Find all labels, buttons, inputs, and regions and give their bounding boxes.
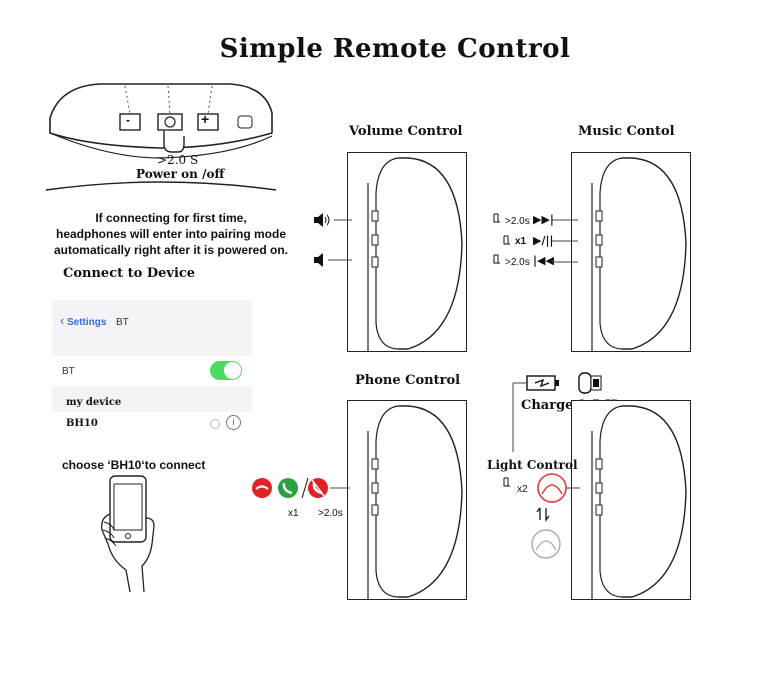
info-icon[interactable]: i [226, 415, 241, 430]
earcup-side-view [591, 157, 687, 351]
bt-toggle-switch[interactable] [210, 361, 242, 380]
phone-call-icons [252, 477, 350, 499]
settings-back-link[interactable]: Settings [67, 317, 107, 328]
music-control-heading: Music Contol [578, 124, 675, 139]
previous-track-hold: >2.0s [505, 257, 530, 268]
music-pointer-lines [493, 213, 578, 264]
earcup-side-view [367, 157, 463, 351]
device-row[interactable]: BH10 i [52, 412, 252, 435]
connect-heading: Connect to Device [63, 266, 196, 281]
previous-track-icon: |◀◀ [533, 254, 554, 267]
power-plus-label: + [201, 111, 210, 127]
settings-header: ‹ Settings BT [52, 300, 252, 340]
power-minus-label: - [126, 113, 130, 127]
next-track-hold: >2.0s [505, 216, 530, 227]
volume-up-icon [314, 213, 352, 227]
bt-toggle-row: BT [52, 356, 252, 386]
reject-hold-duration: >2.0s [318, 508, 343, 519]
light-control-heading: Light Control [487, 458, 578, 472]
hand-holding-phone-illustration [101, 475, 155, 593]
phone-panel [347, 400, 467, 600]
settings-page-title: BT [116, 317, 129, 328]
phone-control-heading: Phone Control [355, 373, 461, 388]
light-panel [571, 400, 691, 600]
answer-press-count: x1 [288, 508, 299, 519]
page-title: Simple Remote Control [219, 34, 571, 64]
back-chevron-icon[interactable]: ‹ [60, 313, 65, 328]
charging-connector-icon [512, 372, 602, 452]
pairing-note-line-2: headphones will enter into pairing mode [55, 227, 287, 241]
earcup-side-view [591, 405, 687, 599]
pairing-note-line-1: If connecting for first time, [95, 211, 247, 225]
choose-device-instruction: choose ‘BH10‘to connect [62, 458, 206, 472]
play-pause-count: x1 [515, 236, 527, 247]
next-track-icon: ▶▶| [533, 213, 554, 226]
bluetooth-settings-screen: ‹ Settings BT BT my device BH10 i [52, 300, 252, 435]
pairing-note: If connecting for first time, headphones… [22, 210, 320, 258]
bt-label: BT [62, 366, 75, 377]
light-toggle-icons [503, 473, 580, 559]
device-name: BH10 [66, 418, 98, 429]
volume-down-icon [314, 253, 352, 267]
toggle-knob [224, 362, 241, 379]
spinner-icon [210, 419, 220, 429]
my-device-group: my device [66, 397, 122, 408]
volume-control-heading: Volume Control [349, 124, 463, 139]
power-label: Power on /off [136, 167, 225, 181]
power-button-illustration [45, 83, 277, 191]
light-press-count: x2 [517, 484, 528, 495]
power-hold-duration: >2.0 S [157, 153, 199, 167]
play-pause-icon: ▶/|| [533, 234, 554, 247]
earcup-side-view [367, 405, 463, 599]
volume-panel [347, 152, 467, 352]
music-panel [571, 152, 691, 352]
pairing-note-line-3: automatically right after it is powered … [53, 243, 289, 257]
